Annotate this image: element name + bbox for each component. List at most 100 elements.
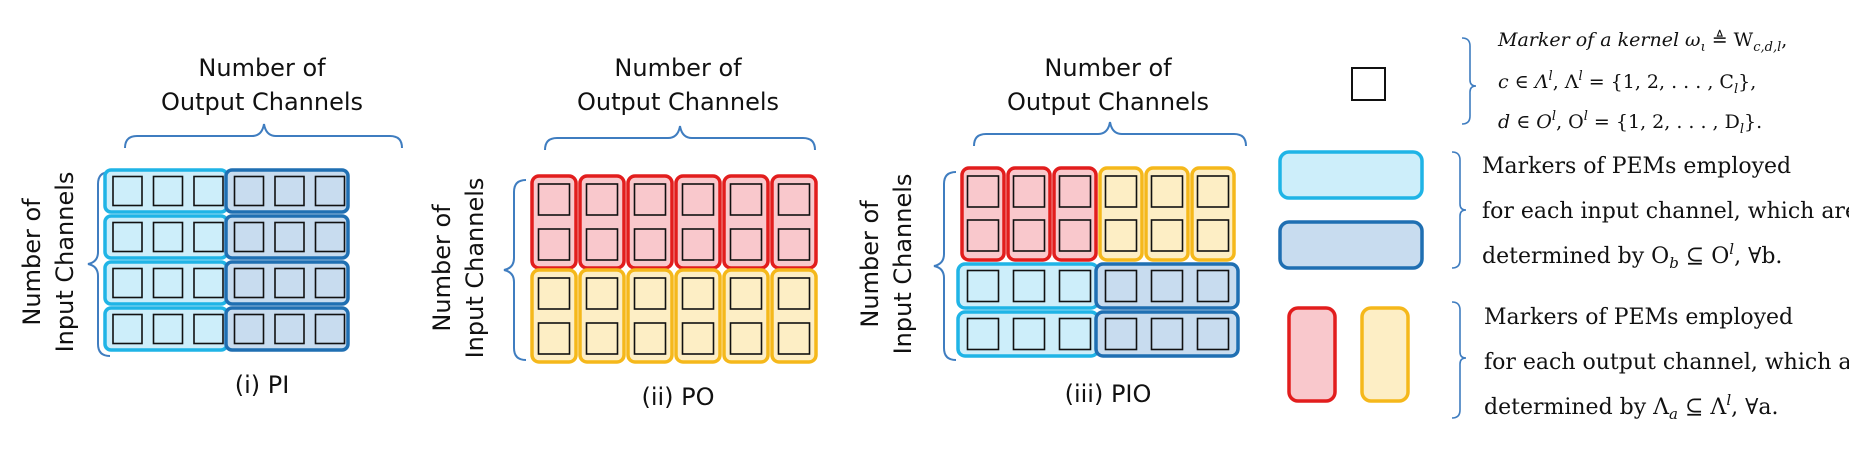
kernel-cell (274, 175, 305, 207)
kernel-cell (633, 322, 667, 355)
kernel-cell (681, 228, 715, 261)
kernel-cell (537, 277, 571, 310)
kernel-cell (1012, 175, 1046, 208)
pi-side-label-line1: Number of (18, 198, 46, 326)
kernel-cell (681, 183, 715, 216)
kernel-cell (537, 183, 571, 216)
kernel-cell (729, 277, 763, 310)
kernel-cell (537, 228, 571, 261)
kernel-cell (314, 313, 346, 345)
pio-top-label-line2: Output Channels (1007, 88, 1209, 116)
kernel-cell (1150, 269, 1184, 303)
pem-input-dark (224, 260, 350, 306)
kernel-cell (1058, 175, 1092, 208)
po-side-label-line1: Number of (428, 204, 456, 332)
legend-kernel-line3: d ∈ Ol, Ol = {1, 2, . . . , Dl}. (1498, 109, 1762, 137)
kernel-cell (1012, 269, 1046, 303)
pem-output-red (530, 174, 578, 270)
legend-output-brace (1451, 301, 1467, 419)
legend-output-line2: for each output channel, which are (1484, 350, 1849, 375)
kernel-cell (112, 267, 143, 299)
kernel-cell (681, 322, 715, 355)
kernel-cell (1196, 219, 1230, 252)
kernel-cell (314, 267, 346, 299)
kernel-cell (233, 221, 265, 253)
legend-kernel-line2: c ∈ Λl, Λl = {1, 2, . . . , Cl}, (1498, 69, 1756, 97)
kernel-cell (633, 228, 667, 261)
kernel-cell (314, 175, 346, 207)
kernel-cell (777, 183, 811, 216)
po-grid (530, 174, 818, 364)
kernel-cell (1104, 219, 1138, 252)
legend: Marker of a kernel ωι ≜ Wc,d,l, c ∈ Λl, … (1278, 29, 1849, 423)
kernel-cell (152, 313, 184, 345)
legend-kernel-line1: Marker of a kernel ωι ≜ Wc,d,l, (1497, 29, 1787, 55)
input-pem-dark-marker-icon (1278, 220, 1424, 270)
kernel-cell (1196, 317, 1230, 351)
po-top-label-line2: Output Channels (577, 88, 779, 116)
legend-input-brace (1451, 151, 1467, 269)
kernel-cell (585, 183, 619, 216)
kernel-cell (1058, 219, 1092, 252)
kernel-cell (152, 175, 184, 207)
pem-output-yellow (674, 268, 722, 364)
legend-output-line1: Markers of PEMs employed (1484, 305, 1793, 330)
panel-po: Number of Output Channels Number of Inpu… (428, 54, 818, 411)
pem-output-yellow (1190, 166, 1236, 262)
kernel-cell (112, 313, 143, 345)
legend-kernel-brace (1461, 37, 1477, 125)
kernel-cell (233, 267, 265, 299)
kernel-cell (1196, 175, 1230, 208)
pio-side-label-line1: Number of (856, 200, 884, 328)
kernel-cell (1012, 317, 1046, 351)
output-pem-yellow-marker-icon (1360, 306, 1410, 403)
kernel-cell (1150, 317, 1184, 351)
kernel-cell (585, 277, 619, 310)
kernel-cell (1104, 175, 1138, 208)
kernel-cell (1104, 269, 1138, 303)
kernel-cell (233, 175, 265, 207)
kernel-cell (1058, 317, 1092, 351)
legend-input-line1: Markers of PEMs employed (1482, 154, 1791, 179)
kernel-cell (193, 313, 224, 345)
kernel-cell (966, 219, 1000, 252)
pi-side-label-line2: Input Channels (51, 172, 79, 353)
kernel-cell (274, 267, 305, 299)
pem-output-yellow (770, 268, 818, 364)
po-input-brace (503, 179, 527, 361)
kernel-cell (681, 277, 715, 310)
kernel-cell (777, 228, 811, 261)
pio-side-label-line2: Input Channels (889, 174, 917, 355)
pio-caption: (iii) PIO (1065, 380, 1152, 408)
kernel-cell (112, 221, 143, 253)
output-pem-red-marker-icon (1287, 306, 1337, 403)
kernel-cell (585, 228, 619, 261)
kernel-cell (777, 277, 811, 310)
pi-input-brace (87, 171, 111, 357)
panel-pio: Number of Output Channels Number of Inpu… (856, 54, 1247, 408)
pem-output-yellow (1098, 166, 1144, 262)
pio-top-label-line1: Number of (1044, 54, 1172, 82)
kernel-cell (966, 317, 1000, 351)
kernel-cell (729, 322, 763, 355)
kernel-cell (233, 313, 265, 345)
kernel-cell (966, 175, 1000, 208)
pem-output-red (722, 174, 770, 270)
po-caption: (ii) PO (641, 383, 714, 411)
kernel-cell (1058, 269, 1092, 303)
kernel-cell (193, 221, 224, 253)
pio-output-brace (973, 121, 1247, 147)
kernel-cell (729, 228, 763, 261)
kernel-cell (633, 277, 667, 310)
po-output-brace (544, 125, 816, 151)
kernel-cell (1150, 175, 1184, 208)
pi-top-label-line2: Output Channels (161, 88, 363, 116)
kernel-cell (777, 322, 811, 355)
kernel-cell (274, 221, 305, 253)
kernel-marker-icon (1351, 67, 1386, 101)
pem-output-yellow (530, 268, 578, 364)
kernel-cell (585, 322, 619, 355)
kernel-cell (1196, 269, 1230, 303)
pio-input-brace (933, 171, 957, 361)
